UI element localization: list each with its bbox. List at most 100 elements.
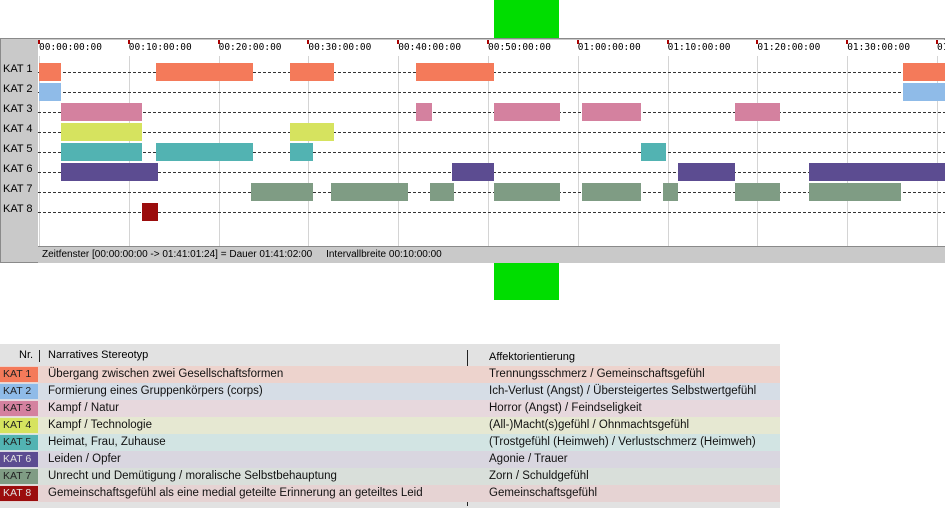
category-row-line bbox=[38, 92, 945, 93]
legend-stereotype: Unrecht und Demütigung / moralische Selb… bbox=[48, 470, 337, 482]
legend-stereotype: Übergang zwischen zwei Gesellschaftsform… bbox=[48, 368, 284, 380]
category-row-label: KAT 3 bbox=[3, 103, 33, 115]
timeline-segment[interactable] bbox=[290, 143, 313, 161]
timeline-segment[interactable] bbox=[416, 103, 433, 121]
timeline-segment[interactable] bbox=[582, 103, 641, 121]
timeline-segment[interactable] bbox=[290, 63, 334, 81]
time-gridline bbox=[757, 56, 759, 246]
time-gridline bbox=[577, 56, 579, 246]
time-tick-label: 01:10:00:00 bbox=[667, 42, 731, 53]
time-tick-mark bbox=[576, 40, 579, 44]
timeline-segment[interactable] bbox=[250, 183, 313, 201]
legend-category-badge: KAT 2 bbox=[0, 384, 38, 399]
timeline-segment[interactable] bbox=[640, 143, 666, 161]
timeline-segment[interactable] bbox=[61, 163, 159, 181]
timeline-plot[interactable]: 00:00:00:00 00:10:00:00 00:20:00:00 00:30:0… bbox=[38, 40, 945, 263]
time-tick-mark bbox=[487, 40, 489, 44]
category-row-label: KAT 6 bbox=[3, 163, 33, 175]
time-tick-mark bbox=[666, 40, 669, 44]
legend-header-affekt: Affektorientierung bbox=[489, 351, 576, 363]
legend-row: KAT 5 Heimat, Frau, Zuhause (Trostgefühl (… bbox=[0, 434, 780, 451]
time-gridline bbox=[847, 56, 849, 246]
timeline-segment[interactable] bbox=[494, 103, 560, 121]
time-tick-mark bbox=[936, 40, 938, 44]
timeline-segment[interactable] bbox=[61, 103, 143, 121]
legend-category-badge: KAT 7 bbox=[0, 469, 38, 484]
timeline-segment[interactable] bbox=[734, 183, 780, 201]
timeline-segment[interactable] bbox=[416, 63, 495, 81]
time-tick-mark bbox=[846, 40, 849, 44]
time-tick-label: 01 bbox=[937, 42, 945, 53]
time-tick-label: 01:30:00:00 bbox=[847, 42, 911, 53]
time-tick-label: 00:10:00:00 bbox=[128, 42, 192, 53]
legend-category-badge: KAT 6 bbox=[0, 452, 38, 467]
time-tick-label: 00:00:00:00 bbox=[39, 42, 102, 53]
time-tick-label: 00:30:00:00 bbox=[308, 42, 372, 53]
timeline-segment[interactable] bbox=[809, 163, 945, 181]
timeline-segment[interactable] bbox=[142, 203, 159, 221]
green-marker-bottom bbox=[494, 262, 559, 300]
legend-row: KAT 6 Leiden / Opfer Agonie / Trauer bbox=[0, 451, 780, 468]
legend-affekt: Agonie / Trauer bbox=[489, 453, 568, 465]
timeline-segment[interactable] bbox=[734, 103, 780, 121]
legend-category-badge: KAT 1 bbox=[0, 367, 38, 382]
legend-row: KAT 1 Übergang zwischen zwei Gesellschaft… bbox=[0, 366, 780, 383]
legend-header-nr: Nr. bbox=[19, 349, 34, 361]
timeline-segment[interactable] bbox=[155, 63, 253, 81]
category-row-line bbox=[38, 112, 945, 113]
legend-header-divider bbox=[39, 350, 40, 362]
timeline-segment[interactable] bbox=[494, 183, 560, 201]
timeline-segment[interactable] bbox=[663, 183, 679, 201]
legend-affekt: Zorn / Schuldgefühl bbox=[489, 470, 589, 482]
category-row-line bbox=[38, 132, 945, 133]
timeline-segment[interactable] bbox=[290, 123, 334, 141]
legend-stereotype: Leiden / Opfer bbox=[48, 453, 121, 465]
legend-header-stereotype: Narratives Stereotyp bbox=[48, 349, 149, 361]
legend-affekt: Ich-Verlust (Angst) / Übersteigertes Sel… bbox=[489, 385, 757, 397]
timeline-segment[interactable] bbox=[61, 143, 143, 161]
time-tick-mark bbox=[38, 40, 40, 44]
timeline-segment[interactable] bbox=[902, 83, 945, 101]
category-row-label: KAT 4 bbox=[3, 123, 33, 135]
timeline-segment[interactable] bbox=[61, 123, 143, 141]
green-marker-top bbox=[494, 0, 559, 38]
category-row-line bbox=[38, 192, 945, 193]
time-tick-mark bbox=[127, 40, 130, 44]
legend-stereotype: Kampf / Technologie bbox=[48, 419, 152, 431]
legend-category-badge: KAT 5 bbox=[0, 435, 38, 450]
time-gridline bbox=[398, 56, 400, 246]
legend-stereotype: Heimat, Frau, Zuhause bbox=[48, 436, 166, 448]
timeline-segment[interactable] bbox=[330, 183, 409, 201]
time-gridline bbox=[937, 56, 938, 246]
legend-stereotype: Formierung eines Gruppenkörpers (corps) bbox=[48, 385, 263, 397]
time-tick-label: 00:40:00:00 bbox=[398, 42, 462, 53]
time-gridline bbox=[488, 56, 489, 246]
timeline-segment[interactable] bbox=[809, 183, 902, 201]
timeline-segment[interactable] bbox=[678, 163, 735, 181]
time-tick-label: 00:20:00:00 bbox=[218, 42, 282, 53]
time-gridline bbox=[667, 56, 669, 246]
category-row-label: KAT 7 bbox=[3, 183, 33, 195]
timeline-segment[interactable] bbox=[582, 183, 641, 201]
timeline-segment[interactable] bbox=[429, 183, 454, 201]
time-tick-label: 01:00:00:00 bbox=[577, 42, 641, 53]
category-row-label: KAT 2 bbox=[3, 83, 33, 95]
time-gridline bbox=[39, 56, 40, 246]
category-row-label: KAT 5 bbox=[3, 143, 33, 155]
timeline-segment[interactable] bbox=[39, 83, 62, 101]
legend-category-badge: KAT 4 bbox=[0, 418, 38, 433]
time-tick-mark bbox=[217, 40, 220, 44]
timeline-segment[interactable] bbox=[902, 63, 945, 81]
timeline-segment[interactable] bbox=[39, 63, 62, 81]
legend-affekt: (Trostgefühl (Heimweh) / Verlustschmerz … bbox=[489, 436, 756, 448]
category-row-line bbox=[38, 152, 945, 153]
legend-row: KAT 2 Formierung eines Gruppenkörpers (co… bbox=[0, 383, 780, 400]
timeline-segment[interactable] bbox=[452, 163, 495, 181]
time-tick-mark bbox=[307, 40, 310, 44]
timeline-status-bar: Zeitfenster [00:00:00:00 -> 01:41:01:24]… bbox=[38, 246, 945, 263]
legend-stereotype: Gemeinschaftsgefühl als eine medial gete… bbox=[48, 487, 423, 499]
timeline-segment[interactable] bbox=[155, 143, 253, 161]
